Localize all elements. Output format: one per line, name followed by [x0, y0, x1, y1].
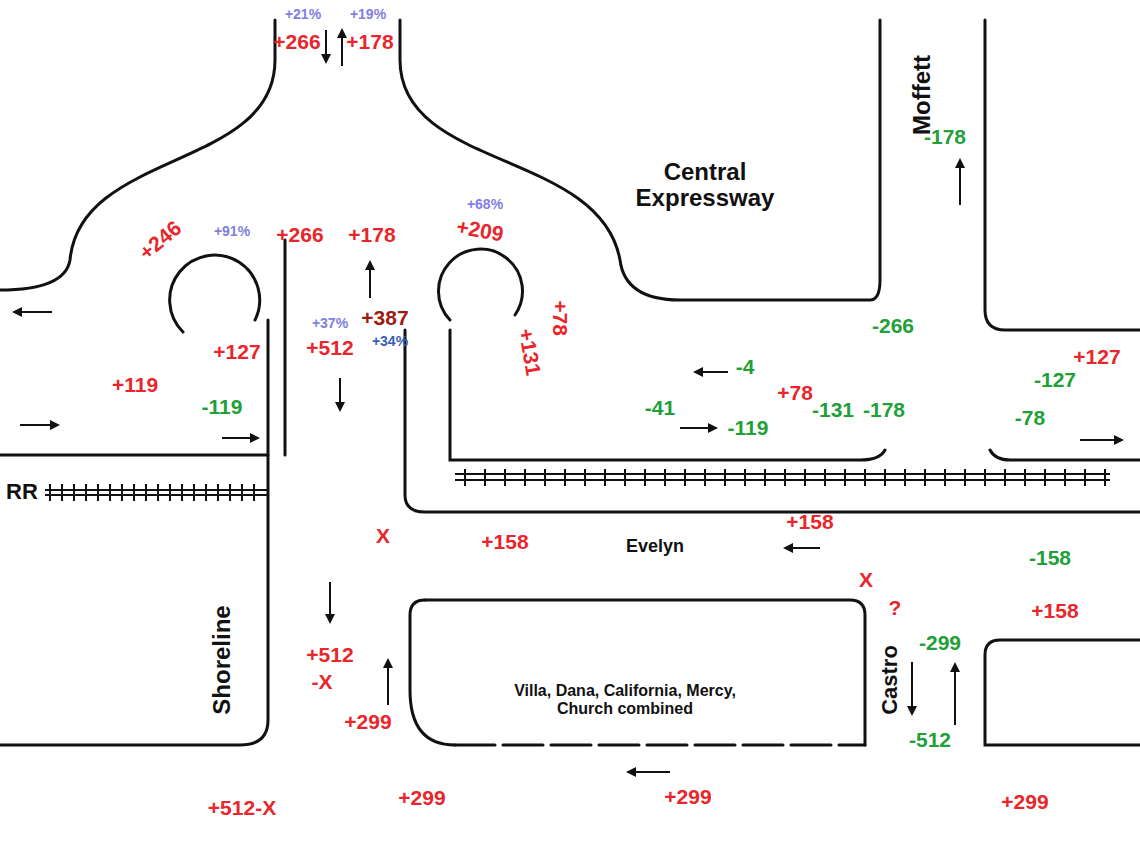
percent-change: +21%: [285, 7, 321, 22]
percent-change: +19%: [350, 7, 386, 22]
traffic-increase: +299: [398, 786, 445, 809]
traffic-increase: +299: [1001, 790, 1048, 813]
traffic-increase: +158: [1031, 599, 1078, 622]
road-name: Moffett: [909, 55, 935, 135]
traffic-increase: +127: [1073, 345, 1120, 368]
traffic-increase: +158: [786, 510, 833, 533]
traffic-decrease: -158: [1029, 546, 1071, 569]
traffic-decrease: -178: [924, 125, 966, 148]
railroad-name: RR: [6, 480, 38, 504]
percent-change: +91%: [214, 224, 250, 239]
traffic-increase: +119: [112, 373, 158, 396]
traffic-increase: +512-X: [208, 796, 276, 819]
traffic-decrease: -131: [812, 398, 854, 421]
traffic-increase: +78: [548, 300, 571, 336]
unknown-flow: -X: [312, 670, 333, 693]
traffic-increase: +387: [361, 306, 408, 329]
traffic-increase: +158: [481, 530, 528, 553]
streets-note: Villa, Dana, California, Mercy, Church c…: [490, 682, 760, 717]
road-name: Evelyn: [626, 537, 684, 557]
traffic-decrease: -41: [645, 396, 675, 419]
traffic-decrease: -78: [1015, 406, 1045, 429]
unknown-flow: X: [376, 524, 390, 547]
traffic-increase: +512: [306, 336, 353, 359]
unknown-flow: X: [859, 568, 873, 591]
traffic-increase: +299: [664, 785, 711, 808]
road-name: Shoreline: [209, 605, 235, 714]
traffic-increase: +127: [213, 340, 260, 363]
road-name: Castro: [878, 645, 902, 715]
traffic-increase: +266: [276, 223, 323, 246]
question-mark: ?: [889, 596, 902, 619]
traffic-increase: +266: [273, 30, 320, 53]
percent-change: +34%: [372, 334, 408, 349]
road-name: Central Expressway: [630, 159, 780, 212]
percent-change: +68%: [467, 197, 503, 212]
traffic-increase: +178: [348, 223, 395, 246]
traffic-decrease: -299: [919, 631, 961, 654]
traffic-increase: +209: [455, 215, 506, 246]
traffic-decrease: -4: [736, 355, 755, 378]
traffic-increase: +178: [346, 30, 393, 53]
traffic-increase: +131: [515, 327, 546, 378]
percent-change: +37%: [312, 316, 348, 331]
traffic-decrease: -119: [202, 395, 243, 418]
traffic-increase: +246: [134, 216, 185, 264]
traffic-increase: +299: [344, 710, 391, 733]
traffic-decrease: -119: [728, 416, 769, 439]
traffic-decrease: -266: [872, 314, 914, 337]
traffic-increase: +78: [777, 381, 813, 404]
traffic-increase: +512: [306, 643, 353, 666]
traffic-decrease: -512: [909, 728, 951, 751]
traffic-decrease: -178: [863, 398, 905, 421]
traffic-decrease: -127: [1034, 368, 1076, 391]
